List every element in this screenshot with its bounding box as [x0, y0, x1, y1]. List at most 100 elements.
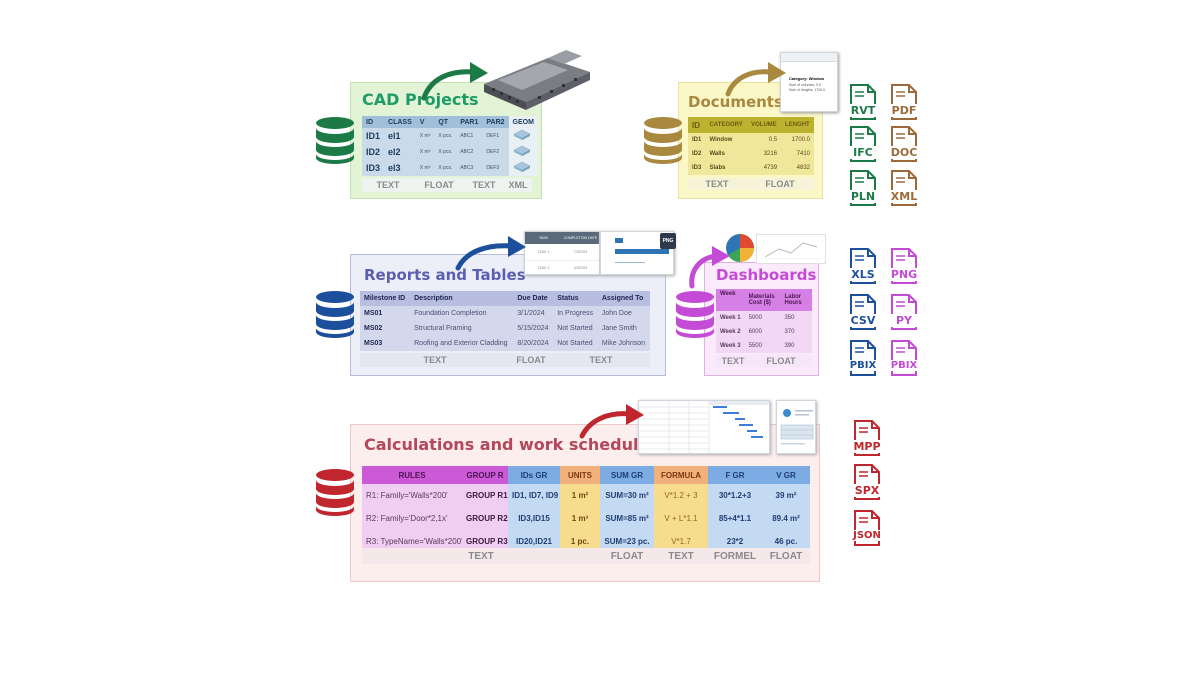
- geom-cell: [508, 160, 538, 176]
- reports-header: Due Date: [517, 295, 548, 302]
- type-label: FLOAT: [424, 180, 454, 190]
- dashboards-cell: 390: [784, 343, 795, 349]
- doc-thumb-line: Category: Window: [789, 76, 825, 81]
- reports-type-row: TEXT FLOAT TEXT: [360, 353, 650, 367]
- calc-cell: SUM=30 m²: [600, 484, 654, 507]
- spx-file-icon: SPX: [852, 464, 882, 500]
- reports-cell: MS03: [364, 340, 383, 347]
- documents-table: ID CATEGORY VOLUME LENGHT ID1 Window 0.5…: [688, 117, 814, 175]
- reports-header: Assigned To: [601, 295, 644, 302]
- reports-header: Milestone ID: [364, 295, 406, 302]
- pbix-file-icon: PBIX: [889, 340, 919, 376]
- dashboards-cell: 6000: [748, 329, 762, 335]
- database-icon: [316, 291, 354, 338]
- documents-header: CATEGORY: [709, 122, 743, 128]
- type-label: TEXT: [423, 355, 447, 365]
- calc-cell: R2: Family='Door*2,1x': [362, 507, 462, 530]
- documents-cell: 3216: [763, 151, 778, 157]
- calc-cell: 46 pc.: [762, 530, 810, 553]
- doc-thumb-line: Sum of volumes: 0.0: [789, 83, 821, 87]
- type-label: TEXT: [468, 550, 494, 562]
- reports-table: Milestone ID Description Due Date Status…: [360, 291, 650, 351]
- calc-cell: SUM=23 pc.: [600, 530, 654, 553]
- dashboards-arrow: [689, 246, 730, 289]
- type-label: TEXT: [376, 180, 400, 190]
- cad-header: GEOM: [508, 116, 538, 128]
- documents-header: VOLUME: [751, 122, 777, 128]
- gantt-schedule-thumbnail: [638, 400, 770, 454]
- documents-type-row: TEXT FLOAT: [688, 178, 814, 190]
- type-label: TEXT: [472, 180, 496, 190]
- py-file-icon: PY: [889, 294, 919, 330]
- calc-header: SUM GR: [600, 466, 654, 484]
- table-row: Week 2 6000 370: [716, 325, 812, 339]
- file-format-label: PNG: [889, 268, 919, 281]
- dashboards-cell: 5500: [748, 343, 762, 349]
- report-table-thumbnail: TASK COMPLETION DATE TASK 1 7/3/2024 TAS…: [524, 231, 600, 275]
- reports-cell: 8/20/2024: [517, 340, 549, 347]
- table-row: ID1 Window 0.5 1700.0: [688, 133, 814, 147]
- calc-cell: GROUP R1: [462, 484, 508, 507]
- reports-title: Reports and Tables: [364, 266, 526, 284]
- dashboards-cell: Week 3: [720, 343, 741, 349]
- cad-cell: el1: [388, 131, 401, 141]
- cad-type-row: TEXT FLOAT TEXT XML: [362, 178, 532, 192]
- ifc-file-icon: IFC: [848, 126, 878, 162]
- reports-cell: John Doe: [601, 310, 632, 317]
- type-label: TEXT: [668, 550, 694, 562]
- documents-header: LENGHT: [785, 122, 810, 128]
- cad-header: QT: [438, 118, 449, 126]
- dashboards-header: Materials Cost ($): [748, 294, 775, 306]
- calc-cell: 1 m²: [560, 484, 600, 507]
- table-row: MS02 Structural Framing 5/15/2024 Not St…: [360, 321, 650, 336]
- json-file-icon: JSON: [852, 510, 882, 546]
- type-label: XML: [508, 180, 528, 190]
- file-format-label: IFC: [848, 146, 878, 159]
- database-icon: [316, 117, 354, 164]
- file-format-label: JSON: [852, 530, 882, 541]
- reports-cell: In Progress: [557, 310, 594, 317]
- cad-projects-title: CAD Projects: [362, 90, 479, 109]
- type-label: FLOAT: [765, 179, 795, 189]
- dashboards-header: Week: [720, 291, 736, 297]
- reports-header: Description: [414, 295, 453, 302]
- dashboards-cell: Week 1: [720, 315, 741, 321]
- documents-cell: 0.5: [768, 137, 778, 143]
- thumb-header: COMPLETION DATE: [563, 236, 598, 240]
- calc-cell: SUM=85 m²: [600, 507, 654, 530]
- dashboards-title: Dashboards: [716, 266, 817, 284]
- documents-cell: Window: [709, 137, 733, 143]
- table-row: MS03 Roofing and Exterior Cladding 8/20/…: [360, 336, 650, 351]
- calc-cell: V*1.7: [654, 530, 708, 553]
- calc-cell: V + L*1.1: [654, 507, 708, 530]
- png-badge: PNG: [660, 233, 676, 249]
- table-row: R1: Family='Walls*200' GROUP R1 ID1, ID7…: [362, 484, 810, 507]
- line-chart-thumbnail: [756, 234, 826, 264]
- table-row: MS01 Foundation Completion 3/1/2024 In P…: [360, 306, 650, 321]
- calc-cell: 1 m³: [560, 507, 600, 530]
- cad-cell: X m³: [419, 149, 431, 155]
- documents-title: Documents: [688, 93, 783, 111]
- cad-cell: ID2: [366, 147, 381, 157]
- file-format-label: PBIX: [848, 360, 878, 371]
- calc-cell: R1: Family='Walls*200': [362, 484, 462, 507]
- cad-cell: ABC2: [460, 149, 474, 155]
- documents-cell: 1700.0: [791, 137, 810, 143]
- pbix-file-icon: PBIX: [848, 340, 878, 376]
- thumb-cell: 2/3/2024: [573, 266, 588, 270]
- dashboards-header: Labor Hours: [784, 294, 802, 306]
- reports-cell: 5/15/2024: [517, 325, 549, 332]
- documents-cell: 4739: [763, 165, 778, 171]
- calc-header: RULES: [362, 466, 462, 484]
- table-row: R2: Family='Door*2,1x' GROUP R2 ID3,ID15…: [362, 507, 810, 530]
- database-icon: [644, 117, 682, 164]
- table-row: ID2 Walls 3216 7410: [688, 147, 814, 161]
- cad-cell: ID3: [366, 163, 381, 173]
- doc-thumb-line: Sum of lengths: 1700.0: [789, 88, 825, 92]
- cad-cell: X pcs.: [438, 133, 453, 139]
- reports-cell: Jane Smith: [601, 325, 637, 332]
- calc-header: V GR: [762, 466, 810, 484]
- xls-file-icon: XLS: [848, 248, 878, 284]
- cad-header: V: [419, 118, 425, 126]
- dashboards-type-row: TEXT FLOAT: [716, 354, 812, 367]
